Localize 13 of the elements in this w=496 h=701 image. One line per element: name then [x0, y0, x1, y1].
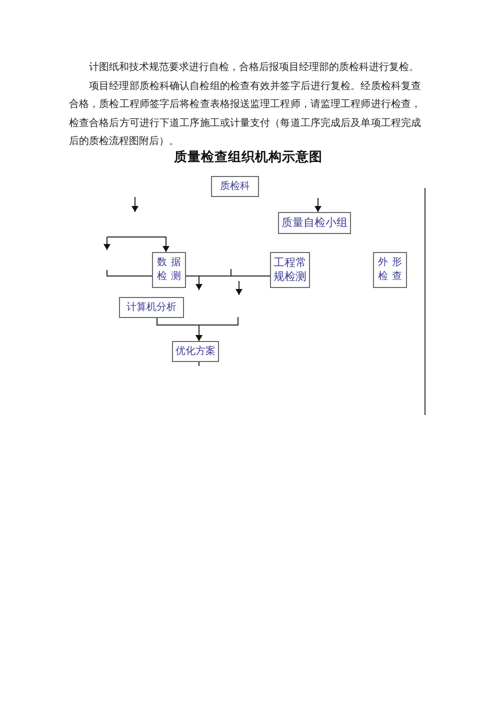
arrow: [315, 198, 321, 212]
title: 质量检查组织机构示意图: [172, 150, 324, 166]
paragraph: 项目经理部质检科确认自检组的检查有效并签字后进行复检。经质检科复查合格，质检工程师签字后将检查表格报送监理工程师，请监理工程师进行检查，检查合格后方可进行下道工序施工或计量支付（每道工序完成后及单项工程完成后的质检流程图附后）。: [69, 80, 421, 149]
process-box: 优化方案: [172, 341, 219, 362]
process-box: 质量自检小组: [278, 212, 351, 234]
paragraph: 计图纸和技术规范要求进行自检，合格后报项目经理部的质检科进行复检。: [88, 60, 420, 75]
process-box: 质检科: [211, 176, 259, 197]
arrow: [196, 316, 238, 342]
process-box: 数据检测: [152, 252, 186, 288]
process-box: 外形检查: [373, 252, 407, 288]
process-box: 工程常规检测: [270, 252, 310, 288]
process-box: 计算机分析: [119, 297, 184, 318]
arrow: [106, 236, 169, 252]
